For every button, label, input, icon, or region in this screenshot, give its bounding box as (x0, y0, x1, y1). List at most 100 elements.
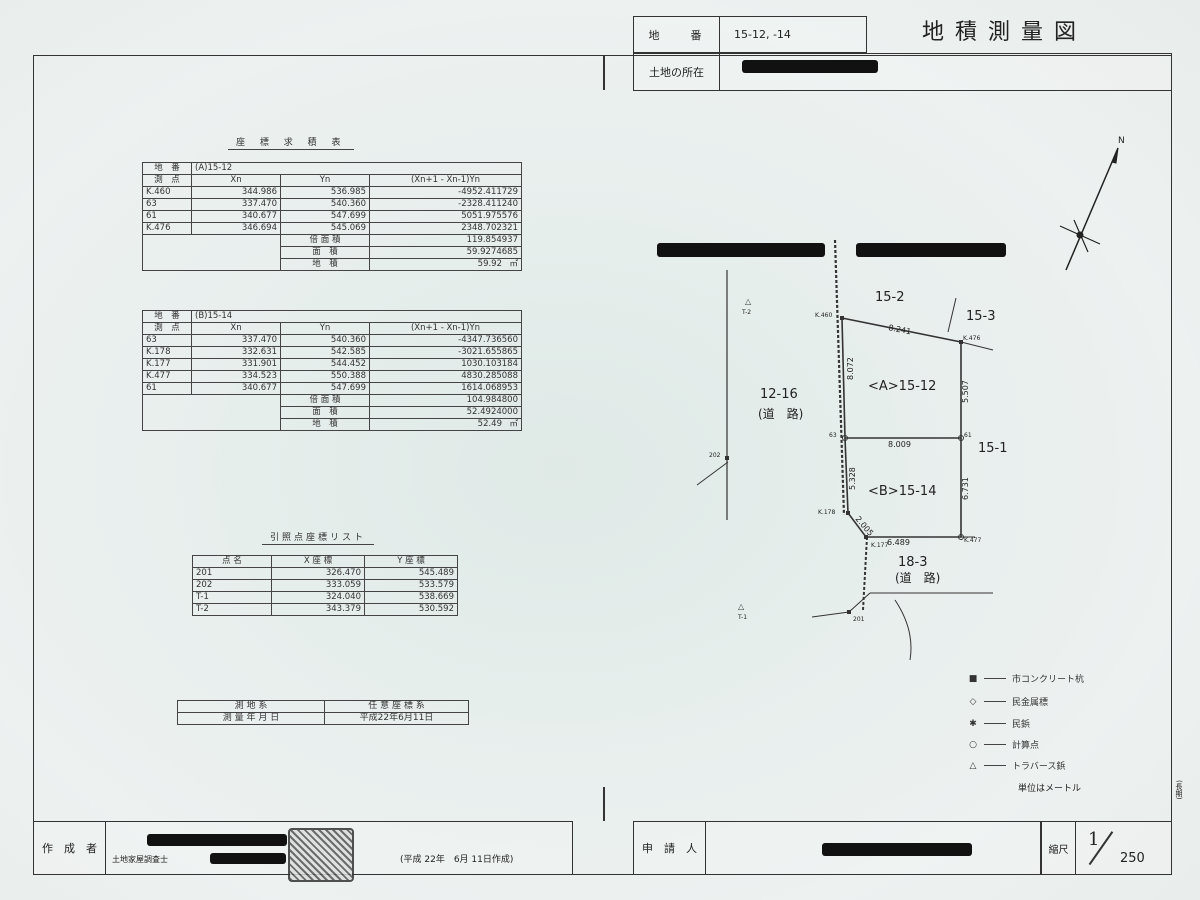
chiban-value: 15-12, -14 (734, 28, 791, 41)
point-marker (842, 435, 848, 441)
road-line (833, 239, 846, 516)
parcel-label: (道 路) (758, 406, 803, 421)
road-edge (848, 592, 871, 613)
parcel-label: 15-3 (966, 309, 996, 324)
table-cell: 52.49 (369, 418, 505, 431)
scale-box: 縮尺 1 250 (1041, 821, 1172, 875)
point-marker (847, 610, 851, 614)
road-edge (862, 536, 868, 611)
table-cell: 地 積 (280, 418, 370, 431)
survey-system-table: 測 地 系 任 意 座 標 系 測 量 年 月 日 平成22年6月11日 (177, 700, 469, 725)
table-row: K.177 331.901 544.452 1030.103184 (142, 358, 522, 371)
point-marker (846, 511, 850, 515)
parcel-label: <B>15-14 (868, 484, 936, 499)
parcel-label: 15-1 (978, 441, 1008, 456)
table-unit: ㎡ (505, 418, 522, 431)
parcel-label: 15-2 (875, 290, 905, 305)
calculated-point-icon: ○ (969, 739, 977, 750)
tie-line (811, 611, 850, 618)
creation-date: (平成 22年 6月 11日作成) (400, 854, 514, 865)
table-row: K.178 332.631 542.585 -3021.655865 (142, 346, 522, 359)
applicant-label: 申 請 人 (634, 822, 706, 874)
scale-label: 縮尺 (1042, 822, 1076, 874)
point-label: T-2 (741, 309, 751, 316)
distance-label: 8.072 (846, 357, 855, 380)
frame-center-tick-top (603, 55, 605, 90)
distance-label: 6.489 (887, 538, 910, 547)
frame-center-tick-bottom (603, 787, 605, 821)
seal-stamp-icon (288, 828, 354, 882)
boundary-extension (960, 341, 994, 351)
table-sum-row: 地 積 52.49 ㎡ (143, 418, 522, 431)
table-cell: 地 積 (280, 258, 370, 271)
legend-label: 民金属標 (1012, 698, 1049, 708)
point-marker (864, 535, 868, 539)
table-cell: 343.379 (271, 603, 365, 616)
survey-table-value: 平成22年6月11日 (324, 712, 469, 725)
point-label: K.178 (818, 509, 835, 516)
parcel-a-boundary (841, 317, 962, 439)
point-label: 201 (853, 616, 865, 623)
point-label: K.460 (815, 312, 832, 319)
road-line-diagonal (696, 461, 729, 486)
point-marker (959, 340, 963, 344)
document-title: 地積測量図 (922, 20, 1088, 45)
author-title: 土地家屋調査士 (112, 854, 168, 864)
point-label: K.477 (964, 537, 981, 544)
legend-item: ■ 市コンクリート杭 (968, 672, 1085, 686)
north-arrow-icon: N (1059, 136, 1125, 271)
table-sum-row: 倍 面 積 119.854937 (142, 234, 522, 271)
point-label: K.177 (871, 542, 888, 549)
location-label: 土地の所在 (634, 54, 720, 90)
point-marker (958, 435, 964, 441)
redacted-location (742, 60, 878, 73)
parcel-label: 12-16 (760, 387, 798, 402)
scale-denominator: 250 (1120, 850, 1145, 866)
legend-label: 民鋲 (1012, 720, 1031, 730)
point-label: 61 (964, 432, 972, 439)
author-label: 作 成 者 (34, 822, 106, 874)
point-label: 202 (709, 452, 721, 459)
point-label: K.476 (963, 335, 980, 342)
table-sum-row: 倍 面 積 104.984800 (142, 394, 522, 431)
table-row: 63 337.470 540.360 -2328.411240 (142, 198, 522, 211)
point-marker (725, 456, 729, 460)
table-row: K.477 334.523 550.388 4830.285088 (142, 370, 522, 383)
distance-label: 5.507 (961, 380, 970, 403)
point-label: 63 (829, 432, 837, 439)
redacted-author-name (210, 853, 286, 864)
distance-label: 8.009 (888, 440, 911, 449)
redacted-applicant-name (822, 843, 972, 856)
table-row: T-2 343.379 530.592 (192, 603, 458, 616)
location-box: 土地の所在 (633, 53, 1172, 91)
table-cell: 530.592 (364, 603, 458, 616)
reference-table-caption: 引照点座標リスト (262, 530, 375, 545)
table-row: 63 337.470 540.360 -4347.736560 (142, 334, 522, 347)
parcel-label: <A>15-12 (868, 379, 936, 394)
side-note: (長期) (1175, 780, 1183, 800)
legend-label: 市コンクリート杭 (1012, 675, 1085, 685)
drawing-frame (33, 55, 1172, 875)
point-marker (840, 316, 844, 320)
chiban-box: 地 番 15-12, -14 (633, 16, 867, 53)
redacted-author-name (147, 834, 287, 846)
chiban-label: 地 番 (634, 17, 720, 52)
table-unit: ㎡ (505, 258, 522, 271)
parcel-label: (道 路) (895, 570, 940, 585)
road-curve (894, 599, 912, 661)
scale-numerator: 1 (1088, 828, 1100, 850)
distance-label: 8.241 (888, 323, 912, 336)
legend-item: ○ 計算点 (968, 738, 1039, 752)
traverse-point-icon: △ (969, 760, 977, 771)
legend-item: △ トラバース鋲 (968, 759, 1066, 773)
legend-label: トラバース鋲 (1012, 762, 1066, 772)
metal-marker-icon: ◇ (969, 696, 977, 707)
coordinate-table-a: 地 番 (A)15-12 測 点 Xn Yn (Xn+1 - Xn-1)Yn K… (142, 162, 522, 271)
concrete-post-icon: ■ (968, 673, 978, 684)
redacted-road-name (856, 243, 1006, 257)
legend-item: ◇ 民金属標 (968, 695, 1049, 709)
point-label: T-1 (737, 614, 747, 621)
parcel-label: 18-3 (898, 555, 928, 570)
distance-label: 6.731 (961, 477, 970, 500)
